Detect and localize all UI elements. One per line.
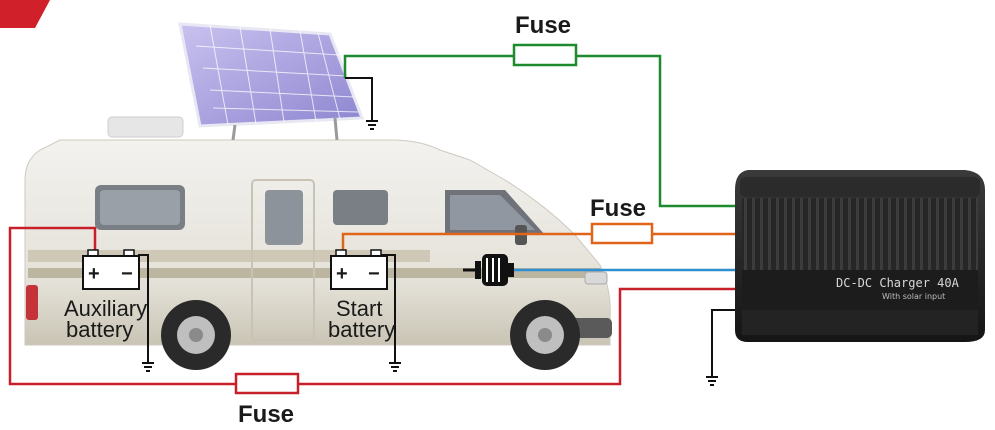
alternator-icon: [463, 254, 514, 286]
aux-battery-icon: + −: [82, 249, 140, 290]
start-battery-label-line1: Start: [336, 296, 382, 321]
corner-accent: [0, 0, 50, 28]
aux-battery-wire: [8, 226, 735, 386]
start-battery-label-line2: battery: [328, 317, 395, 342]
solar-wire: [343, 54, 735, 208]
charger-title: DC-DC Charger 40A: [836, 276, 960, 290]
aux-battery-label-line1: Auxiliary: [64, 296, 147, 321]
fuse-top-label: Fuse: [515, 12, 571, 39]
charger-subtitle: With solar input: [882, 292, 945, 301]
aux-plus-terminal: +: [88, 263, 100, 285]
solar-panel-icon: [178, 22, 365, 141]
fuse-top: [512, 43, 578, 67]
fuse-bottom: [234, 372, 300, 395]
fuse-middle-label: Fuse: [590, 195, 646, 222]
start-battery-icon: + −: [330, 249, 388, 290]
aux-battery-label-line2: battery: [66, 317, 133, 342]
fuse-bottom-label: Fuse: [238, 401, 294, 428]
start-plus-terminal: +: [336, 263, 348, 285]
dc-dc-charger-icon: DC-DC Charger 40A With solar input: [735, 170, 985, 342]
fuse-middle: [590, 222, 654, 245]
aux-minus-terminal: −: [121, 263, 133, 285]
ground-icon: [142, 120, 718, 386]
motorhome-icon: [24, 116, 612, 370]
start-minus-terminal: −: [368, 263, 380, 285]
